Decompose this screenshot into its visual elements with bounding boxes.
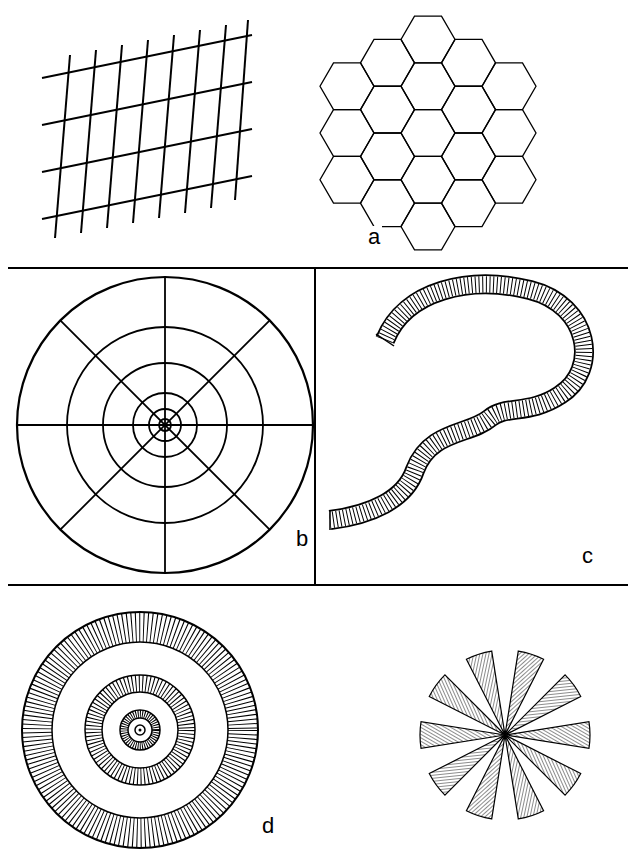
panel-letter: a <box>366 226 382 248</box>
panel-letter: b <box>294 528 310 550</box>
concentric-rings <box>22 612 258 848</box>
panel-letter: c <box>580 545 595 567</box>
panel-divider <box>8 268 628 585</box>
honeycomb <box>320 16 536 250</box>
hatched-band <box>330 284 584 530</box>
panel-letter: d <box>260 815 276 837</box>
pinwheel-wedges <box>420 650 590 820</box>
skewed-grid <box>42 20 252 238</box>
polar-grid <box>17 277 313 573</box>
